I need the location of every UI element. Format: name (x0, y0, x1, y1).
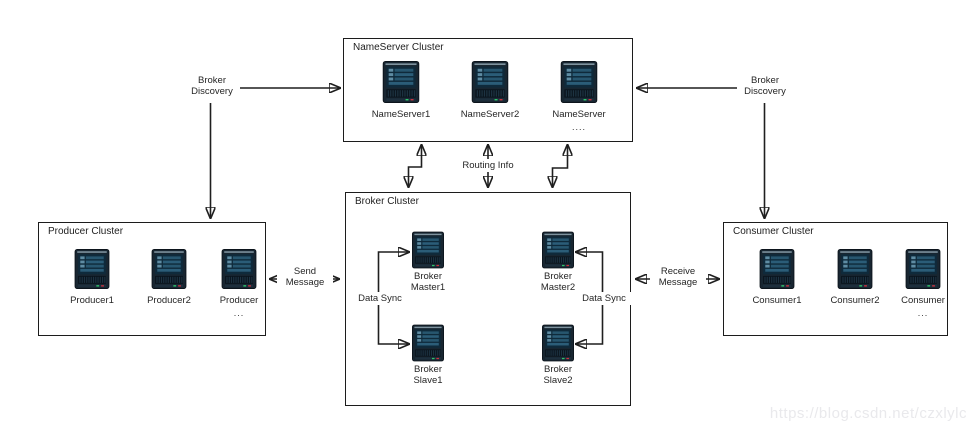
node-label: Broker (544, 364, 572, 375)
edge-label-routing-info: Routing Info (450, 159, 526, 172)
node-label: Master1 (410, 281, 446, 293)
node-label: Broker (544, 271, 572, 282)
server-icon (221, 249, 257, 289)
node-consumer2: Consumer2 (818, 249, 892, 307)
edge-label-broker-discovery-right: Broker Discovery (725, 75, 805, 97)
node-label: Slave2 (543, 374, 573, 386)
producer-cluster-title: Producer Cluster (48, 226, 124, 237)
node-label: Producer1 (70, 295, 114, 306)
node-ellipsis: ... (917, 307, 929, 318)
server-icon (905, 249, 941, 289)
consumer-cluster-title: Consumer Cluster (733, 226, 814, 237)
server-icon (759, 249, 795, 289)
server-icon (74, 249, 110, 289)
server-icon (542, 324, 574, 362)
watermark-text: https://blog.csdn.net/czxlylc (769, 405, 967, 422)
node-broker-master1: Broker Master1 (393, 231, 463, 293)
server-icon (151, 249, 187, 289)
node-label: Broker (414, 271, 442, 282)
edge-label-broker-discovery-left: Broker Discovery (172, 75, 252, 97)
producer-cluster-box: Producer Cluster Producer1 Producer2 Pro… (38, 222, 266, 336)
edge-label-line: Discovery (191, 86, 233, 97)
edge-label-line: Send (293, 266, 317, 277)
node-label: Master2 (540, 281, 576, 293)
edge-label-data-sync-left: Data Sync (352, 292, 408, 305)
edge-label-send-message: Send Message (277, 265, 333, 289)
node-label: Producer2 (147, 295, 191, 306)
edge-label-line: Message (658, 277, 698, 288)
nameserver-cluster-title: NameServer Cluster (353, 42, 444, 53)
server-icon (412, 324, 444, 362)
server-icon (542, 231, 574, 269)
node-ellipsis: ... (233, 307, 245, 318)
server-icon (382, 61, 420, 103)
node-consumer1: Consumer1 (740, 249, 814, 307)
nameserver-cluster-box: NameServer Cluster NameServer1 NameServe… (343, 38, 633, 142)
node-label: NameServer2 (460, 109, 520, 120)
server-icon (412, 231, 444, 269)
node-consumer-n: Consumer ... (886, 249, 960, 317)
node-producer1: Producer1 (55, 249, 129, 307)
node-label: Broker (414, 364, 442, 375)
node-producer2: Producer2 (132, 249, 206, 307)
node-label: NameServer1 (371, 109, 431, 120)
edge-label-line: Message (285, 277, 325, 288)
node-broker-slave1: Broker Slave1 (393, 324, 463, 386)
consumer-cluster-box: Consumer Cluster Consumer1 Consumer2 Con… (723, 222, 948, 336)
node-nameserver1: NameServer1 (356, 61, 446, 121)
node-nameserver-n: NameServer .... (534, 61, 624, 131)
node-label: Consumer (901, 295, 945, 306)
edge-label-line: Broker (198, 75, 226, 86)
edge-label-receive-message: Receive Message (650, 265, 706, 289)
server-icon (837, 249, 873, 289)
edge-routing-info-left (409, 145, 422, 187)
server-icon (560, 61, 598, 103)
edge-label-data-sync-right: Data Sync (576, 292, 632, 305)
edge-label-line: Discovery (744, 86, 786, 97)
node-label: Slave1 (413, 374, 443, 386)
node-producer-n: Producer ... (202, 249, 276, 317)
node-label: Consumer2 (830, 295, 880, 306)
node-label: Consumer1 (752, 295, 802, 306)
edge-label-line: Receive (660, 266, 696, 277)
server-icon (471, 61, 509, 103)
broker-cluster-title: Broker Cluster (355, 196, 419, 207)
node-broker-master2: Broker Master2 (523, 231, 593, 293)
node-ellipsis: .... (571, 121, 586, 132)
node-nameserver2: NameServer2 (445, 61, 535, 121)
edge-routing-info-right (553, 145, 568, 187)
node-label: Producer (219, 295, 259, 306)
edge-label-line: Broker (751, 75, 779, 86)
node-broker-slave2: Broker Slave2 (523, 324, 593, 386)
node-label: NameServer (552, 109, 606, 120)
